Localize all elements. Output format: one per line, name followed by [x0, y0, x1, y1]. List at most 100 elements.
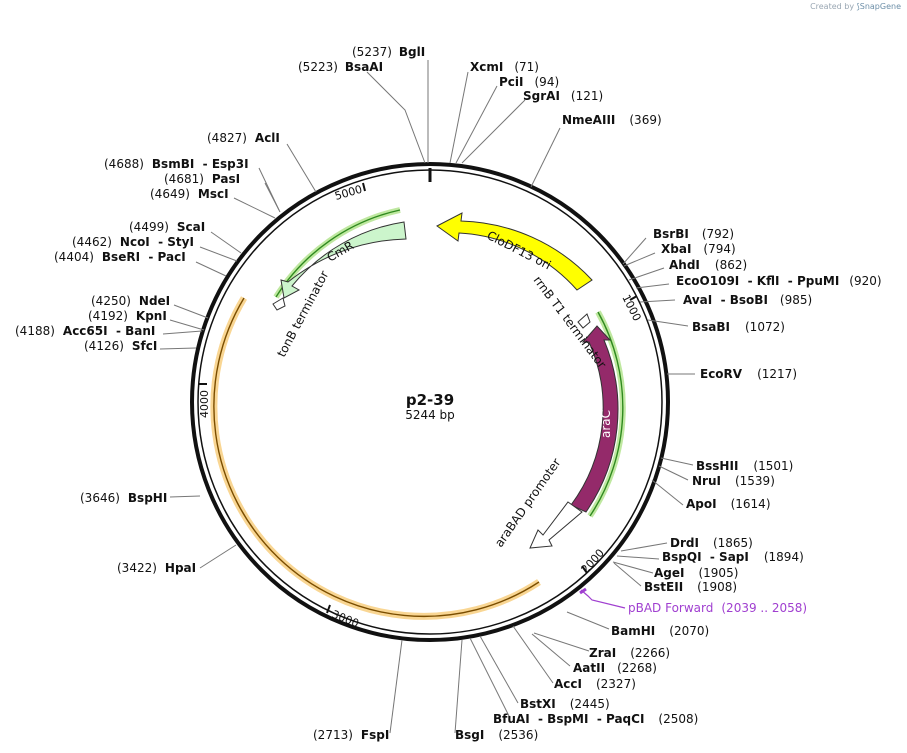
site-bamhi[interactable]: BamHI(2070) — [611, 624, 709, 638]
arac-feature[interactable] — [570, 325, 619, 513]
site-name: NruI — [692, 474, 721, 488]
site-name: BsgI — [455, 728, 484, 742]
site-acli[interactable]: (4827) AclI — [207, 131, 280, 145]
site-pos: (1539) — [735, 474, 775, 488]
site-aatii[interactable]: AatII(2268) — [573, 661, 657, 675]
site-bfuai[interactable]: BfuAI - BspMI - PaqCI(2508) — [493, 712, 698, 726]
site-pasi[interactable]: (4681) PasI — [164, 172, 240, 186]
site-pos: (2070) — [669, 624, 709, 638]
site-name: BglI — [399, 45, 425, 59]
arac-label: araC — [599, 410, 613, 438]
site-pos: (4250) — [91, 294, 131, 308]
site-pos: (2508) — [658, 712, 698, 726]
site-pos: (2327) — [596, 677, 636, 691]
site-name: KpnI — [136, 309, 167, 323]
site-bgli[interactable]: (5237)BglI — [352, 45, 425, 59]
pbad-forward-primer-icon — [580, 589, 626, 609]
site-pcii[interactable]: PciI (94) — [499, 75, 559, 89]
tick-label-1000: 1000 — [619, 292, 643, 323]
site-bseri[interactable]: (4404)BseRI - PacI — [54, 250, 186, 264]
site-sfci[interactable]: (4126)SfcI — [84, 339, 157, 353]
site-name: XbaI — [661, 242, 691, 256]
site-bsrbi[interactable]: BsrBI(792) — [653, 227, 734, 241]
scale-tick-5000: 5000 — [333, 183, 366, 203]
site-ahdi[interactable]: AhdI(862) — [669, 258, 747, 272]
site-labels: (5237)BglI (5223)BsaAI XcmI(71) PciI (94)… — [15, 45, 882, 742]
site-name: SfcI — [132, 339, 157, 353]
site-hpai[interactable]: (3422)HpaI — [117, 561, 196, 575]
site-ecorv[interactable]: EcoRV(1217) — [700, 367, 797, 381]
site-avai[interactable]: AvaI - BsoBI(985) — [683, 293, 812, 307]
site-name: BsmBI - Esp3I — [152, 157, 249, 171]
site-bsphi[interactable]: (3646)BspHI — [80, 491, 167, 505]
snapgene-logo-icon: ⟆ — [856, 2, 860, 11]
site-name: FspI — [361, 728, 389, 742]
site-agei[interactable]: AgeI(1905) — [654, 566, 738, 580]
credit-prefix: Created by — [810, 2, 855, 11]
site-pos: (4462) — [72, 235, 112, 249]
site-name: PciI — [499, 75, 524, 89]
site-name: AatII — [573, 661, 605, 675]
site-nrui[interactable]: NruI (1539) — [692, 474, 775, 488]
site-zrai[interactable]: ZraI(2266) — [589, 646, 670, 660]
site-xbai[interactable]: XbaI (794) — [661, 242, 736, 256]
site-bsgi[interactable]: BsgI (2536) — [455, 728, 538, 742]
site-pos: (369) — [629, 113, 661, 127]
site-pos: (2536) — [498, 728, 538, 742]
site-pos: (1905) — [698, 566, 738, 580]
site-nmeaiii[interactable]: NmeAIII(369) — [562, 113, 662, 127]
site-bsaai[interactable]: (5223)BsaAI — [298, 60, 383, 74]
site-name: ZraI — [589, 646, 616, 660]
site-acci[interactable]: AccI(2327) — [554, 677, 636, 691]
site-name: PasI — [212, 172, 240, 186]
site-ncoi[interactable]: (4462)NcoI - StyI — [72, 235, 194, 249]
site-pos: (1908) — [697, 580, 737, 594]
site-fspi[interactable]: (2713) FspI — [313, 728, 389, 742]
tonb-terminator-feature[interactable] — [272, 297, 286, 311]
cmr-feature[interactable] — [280, 221, 407, 299]
site-pos: (4681) — [164, 172, 204, 186]
clodf13-ori-feature[interactable] — [436, 212, 593, 291]
plasmid-name: p2-39 — [406, 391, 454, 409]
site-pos: (2713) — [313, 728, 353, 742]
site-pos: (920) — [849, 274, 881, 288]
credit-brand: SnapGene — [859, 2, 901, 11]
site-bsmbi[interactable]: (4688)BsmBI - Esp3I — [104, 157, 249, 171]
site-bsabi[interactable]: BsaBI(1072) — [692, 320, 785, 334]
site-pos: (794) — [703, 242, 735, 256]
pbad-forward-label[interactable]: pBAD Forward (2039 .. 2058) — [628, 601, 807, 615]
arabad-promoter-feature[interactable] — [529, 501, 583, 549]
site-pos: (5223) — [298, 60, 338, 74]
tick-label-3000: 3000 — [330, 608, 361, 631]
site-scai[interactable]: (4499)ScaI — [129, 220, 205, 234]
site-acc65i[interactable]: (4188)Acc65I - BanI — [15, 324, 155, 338]
site-bspqi[interactable]: BspQI - SapI(1894) — [662, 550, 804, 564]
primer-name: pBAD Forward — [628, 601, 713, 615]
site-bsshii[interactable]: BssHII(1501) — [696, 459, 793, 473]
green-feature-arc-right-line — [589, 311, 624, 517]
site-pos: (4404) — [54, 250, 94, 264]
site-apoi[interactable]: ApoI(1614) — [686, 497, 771, 511]
site-bstxi[interactable]: BstXI(2445) — [520, 697, 610, 711]
rrnb-t1-terminator-feature[interactable] — [577, 313, 591, 329]
site-pos: (4827) — [207, 131, 247, 145]
site-pos: (94) — [535, 75, 560, 89]
site-kpni[interactable]: (4192)KpnI — [88, 309, 167, 323]
site-ndei[interactable]: (4250)NdeI — [91, 294, 170, 308]
site-drdi[interactable]: DrdI(1865) — [670, 536, 753, 550]
site-name: AclI — [255, 131, 280, 145]
site-pos: (71) — [514, 60, 539, 74]
site-name: BstXI — [520, 697, 556, 711]
site-xcmi[interactable]: XcmI(71) — [470, 60, 539, 74]
backbone-outer-ring — [190, 162, 670, 642]
tick-label-4000: 4000 — [198, 390, 211, 418]
site-bsteii[interactable]: BstEII(1908) — [644, 580, 737, 594]
site-name: AvaI - BsoBI — [683, 293, 768, 307]
site-name: HpaI — [165, 561, 196, 575]
site-msci[interactable]: (4649)MscI — [150, 187, 229, 201]
primer-range: (2039 .. 2058) — [721, 601, 807, 615]
site-name: Acc65I - BanI — [63, 324, 155, 338]
site-ecoo109i[interactable]: EcoO109I - KflI - PpuMI(920) — [676, 274, 882, 288]
site-sgrai[interactable]: SgrAI(121) — [523, 89, 603, 103]
